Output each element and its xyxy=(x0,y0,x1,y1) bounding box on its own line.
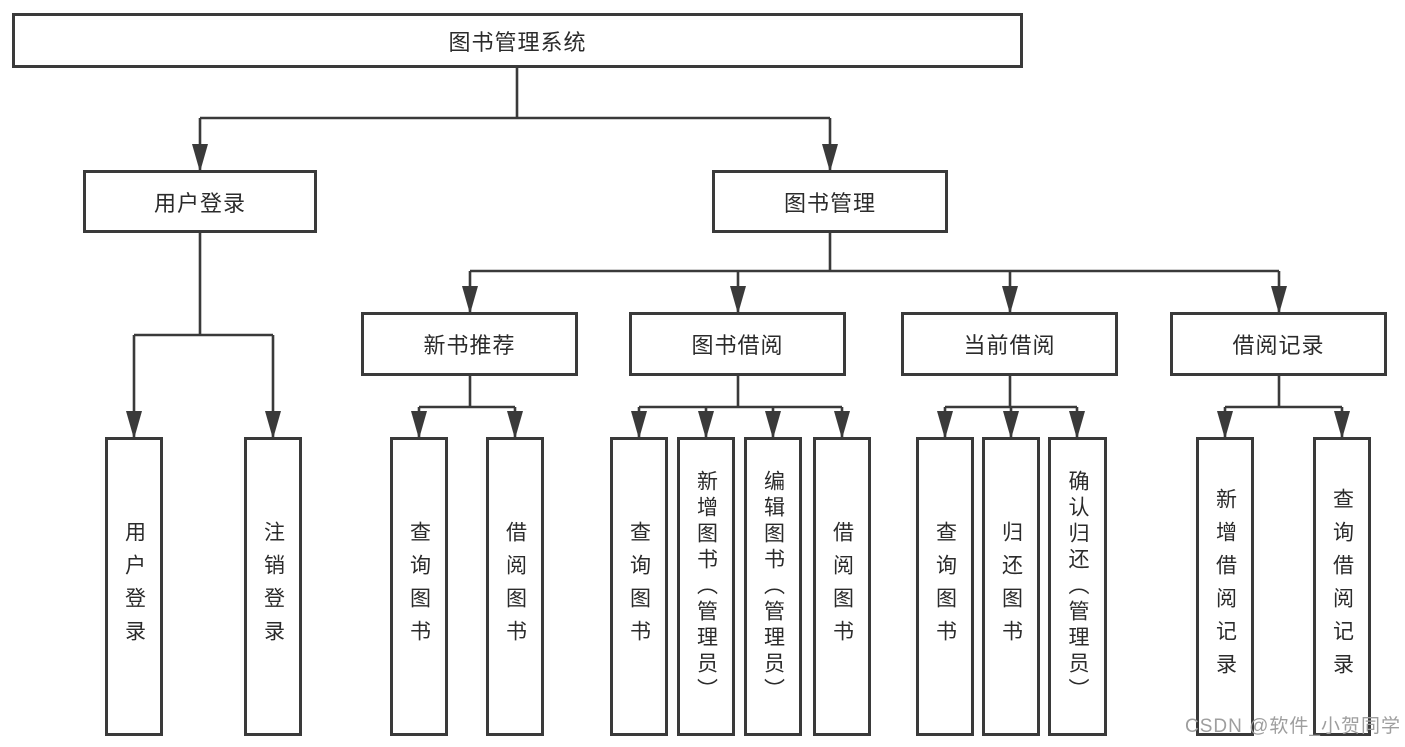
node-book-management: 图书管理 xyxy=(712,170,948,233)
leaf-borrowing-edit-books-admin: 编辑图书（管理员） xyxy=(744,437,802,736)
node-label: 图书借阅 xyxy=(691,333,784,358)
node-user-login: 用户登录 xyxy=(83,170,317,233)
csdn-watermark: CSDN @软件_小贺同学 xyxy=(1185,716,1401,737)
node-label: 查询借阅记录 xyxy=(1330,487,1354,686)
node-current-borrowing: 当前借阅 xyxy=(901,312,1118,376)
node-library-management-system: 图书管理系统 xyxy=(12,13,1023,68)
leaf-recommend-borrow-books: 借阅图书 xyxy=(486,437,544,736)
node-label: 图书管理系统 xyxy=(448,29,587,55)
node-label: 图书管理 xyxy=(783,190,876,216)
node-label: 归还图书 xyxy=(999,520,1023,653)
leaf-borrowing-borrow-books: 借阅图书 xyxy=(813,437,871,736)
node-label: 确认归还（管理员） xyxy=(1066,469,1089,704)
leaf-borrowing-add-books-admin: 新增图书（管理员） xyxy=(677,437,735,736)
leaf-records-add-borrow-record: 新增借阅记录 xyxy=(1196,437,1254,736)
node-label: 新书推荐 xyxy=(423,333,516,358)
node-label: 用户登录 xyxy=(153,190,246,216)
node-label: 编辑图书（管理员） xyxy=(761,469,785,704)
leaf-logout: 注销登录 xyxy=(244,437,302,736)
node-label: 新增图书（管理员） xyxy=(694,469,718,704)
node-label: 当前借阅 xyxy=(963,333,1056,358)
node-label: 用户登录 xyxy=(122,520,146,653)
node-label: 查询图书 xyxy=(407,520,431,653)
leaf-current-return-books: 归还图书 xyxy=(982,437,1040,736)
node-label: 注销登录 xyxy=(261,520,285,653)
leaf-records-query-borrow-record: 查询借阅记录 xyxy=(1313,437,1371,736)
node-label: 借阅记录 xyxy=(1232,333,1325,358)
connector-paths xyxy=(132,68,1344,439)
leaf-recommend-query-books: 查询图书 xyxy=(390,437,448,736)
leaf-user-login: 用户登录 xyxy=(105,437,163,736)
leaf-current-confirm-return-admin: 确认归还（管理员） xyxy=(1048,437,1107,736)
node-label: 查询图书 xyxy=(627,520,651,653)
node-label: 查询图书 xyxy=(933,520,957,653)
node-book-borrowing: 图书借阅 xyxy=(629,312,846,376)
node-label: 新增借阅记录 xyxy=(1213,487,1237,686)
node-label: 借阅图书 xyxy=(503,520,527,653)
node-label: 借阅图书 xyxy=(830,520,854,653)
leaf-current-query-books: 查询图书 xyxy=(916,437,974,736)
leaf-borrowing-query-books: 查询图书 xyxy=(610,437,668,736)
node-new-book-recommend: 新书推荐 xyxy=(361,312,578,376)
node-borrowing-records: 借阅记录 xyxy=(1170,312,1387,376)
